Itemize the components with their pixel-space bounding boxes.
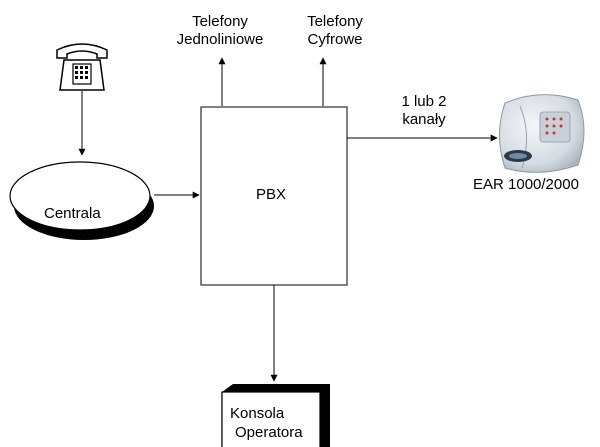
analog-phones-label: Telefony Jednoliniowe <box>160 13 280 49</box>
pbx-label: PBX <box>256 186 287 203</box>
digital-phones-label-line2: Cyfrowe <box>307 31 363 48</box>
digital-phones-label-line1: Telefony <box>307 13 363 30</box>
channels-label-line2: kanały <box>402 111 446 128</box>
channels-label-line1: 1 lub 2 <box>401 93 447 110</box>
channels-label: 1 lub 2 kanały <box>384 93 464 129</box>
central-node <box>9 161 154 240</box>
console-label: Konsola Operatora <box>230 404 303 442</box>
central-label: Centrala <box>44 205 101 222</box>
telephone-icon <box>56 43 108 91</box>
console-node <box>221 384 330 447</box>
digital-phones-label: Telefony Cyfrowe <box>290 13 380 49</box>
analog-phones-label-line2: Jednoliniowe <box>176 31 264 48</box>
analog-phones-label-line1: Telefony <box>192 13 248 30</box>
recorder-device-icon <box>499 94 585 173</box>
recorder-label: EAR 1000/2000 <box>473 176 579 193</box>
console-label-line2: Operatora <box>235 424 303 441</box>
console-label-line1: Konsola <box>230 405 285 422</box>
